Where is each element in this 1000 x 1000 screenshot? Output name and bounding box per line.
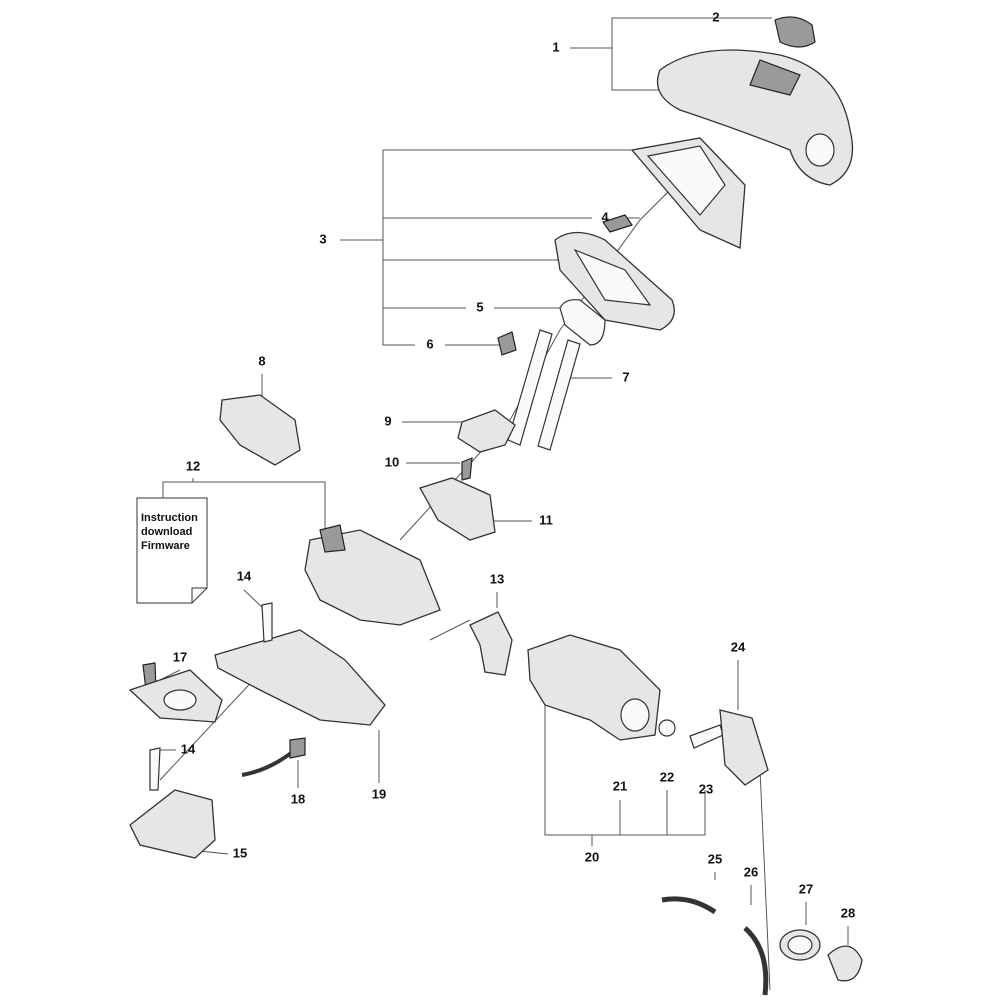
part-hose-25 bbox=[661, 896, 717, 915]
callout-22: 22 bbox=[660, 769, 674, 784]
part-bolt-b bbox=[537, 339, 581, 451]
callout-7: 7 bbox=[622, 369, 629, 384]
callout-12: 12 bbox=[186, 458, 200, 473]
part-screw-10 bbox=[461, 457, 473, 481]
part-cap bbox=[774, 16, 816, 48]
part-flange-9 bbox=[457, 409, 516, 453]
callout-23: 23 bbox=[699, 781, 713, 796]
part-adapter-11 bbox=[419, 477, 496, 541]
part-seal bbox=[602, 214, 633, 233]
callout-labels: 1 2 3 4 5 6 7 8 9 10 11 12 13 14 14 15 1… bbox=[173, 9, 855, 920]
callout-15: 15 bbox=[233, 845, 247, 860]
part-lever-13 bbox=[469, 611, 513, 676]
part-intake-15 bbox=[129, 789, 216, 859]
part-screws-14b bbox=[149, 747, 161, 791]
callout-9: 9 bbox=[384, 413, 391, 428]
part-screw-23 bbox=[689, 724, 724, 749]
part-cover bbox=[656, 49, 854, 186]
part-manifold-19 bbox=[214, 629, 386, 726]
callout-10: 10 bbox=[385, 454, 399, 469]
part-gasket bbox=[559, 299, 606, 346]
callout-2: 2 bbox=[712, 9, 719, 24]
callout-19: 19 bbox=[372, 786, 386, 801]
callout-20: 20 bbox=[585, 849, 599, 864]
callout-14-upper: 14 bbox=[237, 568, 252, 583]
callout-25: 25 bbox=[708, 851, 722, 866]
part-hose-26 bbox=[743, 926, 769, 996]
callout-6: 6 bbox=[426, 336, 433, 351]
callout-24: 24 bbox=[731, 639, 746, 654]
callout-8: 8 bbox=[258, 353, 265, 368]
callout-21: 21 bbox=[613, 778, 627, 793]
callout-14-lower: 14 bbox=[181, 741, 196, 756]
part-screw-14a bbox=[261, 602, 273, 643]
callout-11: 11 bbox=[539, 512, 553, 527]
document-line-2: download bbox=[141, 526, 192, 538]
part-nut bbox=[497, 331, 517, 356]
leader-lines bbox=[150, 17, 849, 991]
callout-18: 18 bbox=[291, 791, 305, 806]
callout-5: 5 bbox=[476, 299, 483, 314]
callout-28: 28 bbox=[841, 905, 855, 920]
part-carburetor bbox=[304, 529, 441, 626]
document-line-3: Firmware bbox=[141, 540, 190, 552]
callout-13: 13 bbox=[490, 571, 504, 586]
callout-26: 26 bbox=[744, 864, 758, 879]
callout-3: 3 bbox=[319, 231, 326, 246]
instruction-document[interactable]: Instruction download Firmware bbox=[136, 497, 208, 604]
callout-4: 4 bbox=[601, 209, 609, 224]
callout-1: 1 bbox=[552, 39, 559, 54]
part-bolt-a bbox=[507, 329, 553, 446]
part-bulb-28 bbox=[827, 945, 863, 982]
callout-27: 27 bbox=[799, 881, 813, 896]
callout-17: 17 bbox=[173, 649, 187, 664]
part-bracket-8 bbox=[219, 394, 301, 466]
part-hose-18 bbox=[241, 748, 297, 777]
document-line-1: Instruction bbox=[141, 512, 198, 524]
parts bbox=[128, 16, 863, 996]
part-washer-22 bbox=[658, 719, 676, 737]
part-cover-24 bbox=[719, 709, 769, 786]
